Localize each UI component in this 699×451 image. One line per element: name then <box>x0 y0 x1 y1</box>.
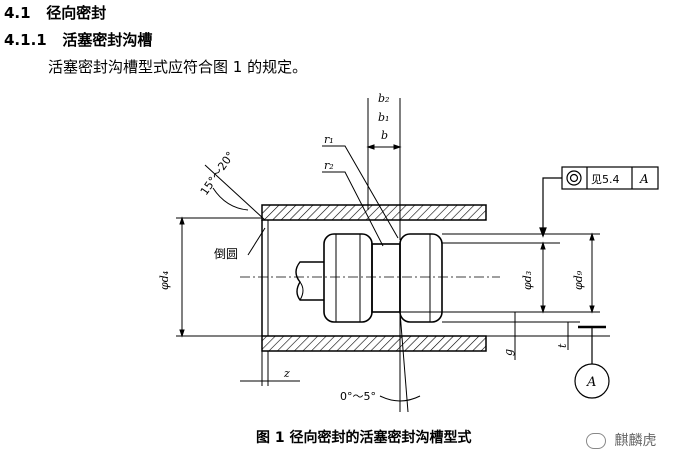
dimension-d3-d9 <box>400 232 610 360</box>
label-z: z <box>283 367 290 380</box>
label-r1: r₁ <box>324 133 334 146</box>
datum-symbol <box>574 325 610 399</box>
label-b2: b₂ <box>378 92 389 105</box>
label-t: t <box>556 343 569 348</box>
label-chamfer: 倒圆 <box>214 247 238 261</box>
piston <box>323 233 443 323</box>
heading-title: 活塞密封沟槽 <box>62 31 153 49</box>
chamfer-angle <box>176 164 266 221</box>
datum-ref-text: A <box>639 172 649 186</box>
watermark: 麒麟虎 <box>586 430 656 450</box>
body-paragraph: 活塞密封沟槽型式应符合图 1 的规定。 <box>48 58 308 76</box>
heading-number: 4.1.1 <box>4 31 47 49</box>
heading-number: 4.1 <box>4 4 31 22</box>
dimension-b <box>366 98 402 240</box>
label-b1: b₁ <box>378 111 389 124</box>
datum-circle-label: A <box>586 375 596 390</box>
tolerance-ref-text: 见5.4 <box>591 173 620 186</box>
label-angle-top: 15°～20° <box>198 149 237 197</box>
label-r2: r₂ <box>324 159 334 172</box>
label-g: g <box>502 349 515 356</box>
label-d9: φd₉ <box>572 270 585 290</box>
watermark-text: 麒麟虎 <box>614 433 657 449</box>
label-angle-bottom: 0°～5° <box>340 390 376 403</box>
groove-angle <box>379 311 421 413</box>
label-b: b <box>381 129 388 142</box>
heading-4-1: 4.1 径向密封 <box>4 2 106 23</box>
wechat-logo-icon <box>586 433 606 449</box>
figure-caption: 图 1 径向密封的活塞密封沟槽型式 <box>256 430 472 446</box>
piston-rod <box>295 261 324 301</box>
tolerance-frame <box>539 166 659 238</box>
heading-4-1-1: 4.1.1 活塞密封沟槽 <box>4 29 152 50</box>
label-d3: φd₃ <box>521 271 534 290</box>
dimension-z <box>240 351 300 386</box>
dimension-d4 <box>176 216 262 338</box>
label-d4: φd₄ <box>158 271 171 290</box>
cylinder-wall-top <box>261 204 487 221</box>
cylinder-wall-bottom <box>261 335 487 352</box>
heading-title: 径向密封 <box>46 4 107 22</box>
